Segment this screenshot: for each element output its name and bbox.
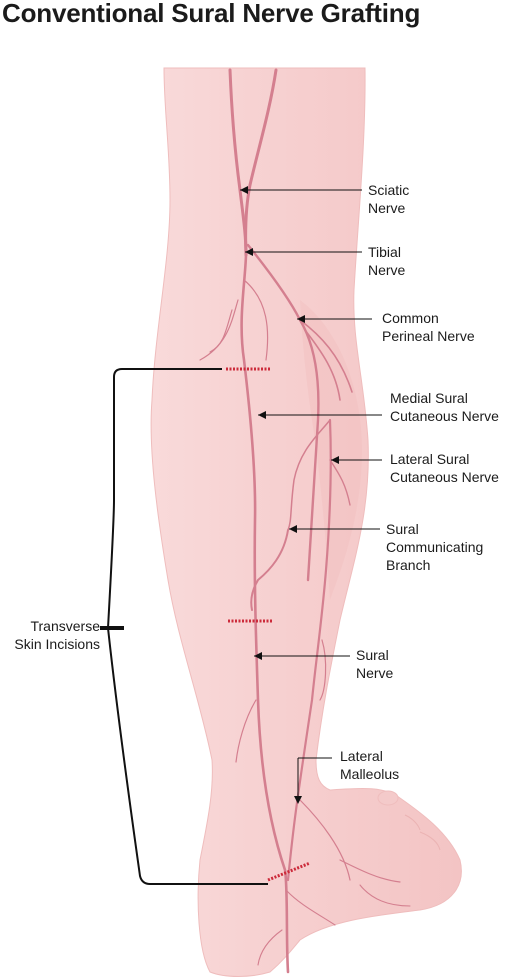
label-lateral-malleolus: Lateral Malleolus [340,747,399,783]
label-line: Cutaneous Nerve [390,469,499,485]
label-line: Nerve [368,262,406,278]
label-sural-nerve: Sural Nerve [356,646,393,682]
nerve-paths [199,68,411,974]
label-sural-communicating-branch: Sural Communicating Branch [386,520,483,574]
label-sciatic-nerve: Sciatic Nerve [368,181,409,217]
label-lateral-sural-cutaneous-nerve: Lateral Sural Cutaneous Nerve [390,450,499,486]
toe-lines [404,814,441,851]
toe-shape [377,790,399,806]
label-line: Skin Incisions [14,636,100,652]
label-line: Medial Sural [390,390,468,406]
label-line: Cutaneous Nerve [390,408,499,424]
label-line: Sural [356,647,389,663]
incision-marks [226,367,311,882]
label-medial-sural-cutaneous-nerve: Medial Sural Cutaneous Nerve [390,389,499,425]
arrowheads [240,186,339,804]
label-line: Nerve [368,200,406,216]
label-line: Branch [386,557,431,573]
label-line: Common [382,310,439,326]
page-title: Conventional Sural Nerve Grafting [2,0,421,28]
label-line: Lateral [340,748,383,764]
label-tibial-nerve: Tibial Nerve [368,243,405,279]
leg-shape [150,67,462,977]
label-line: Transverse [30,618,100,634]
leader-lines [240,189,382,800]
label-line: Malleolus [340,766,400,782]
label-line: Perineal Nerve [382,328,475,344]
label-line: Sural [386,521,419,537]
incision-bracket [100,368,268,885]
label-line: Tibial [368,244,401,260]
label-line: Sciatic [368,182,410,198]
label-common-perineal-nerve: Common Perineal Nerve [382,309,475,345]
label-line: Communicating [386,539,484,555]
label-line: Lateral Sural [390,451,470,467]
incision-lower [267,861,311,882]
label-line: Nerve [356,665,394,681]
label-transverse-skin-incisions: Transverse Skin Incisions [0,617,100,653]
